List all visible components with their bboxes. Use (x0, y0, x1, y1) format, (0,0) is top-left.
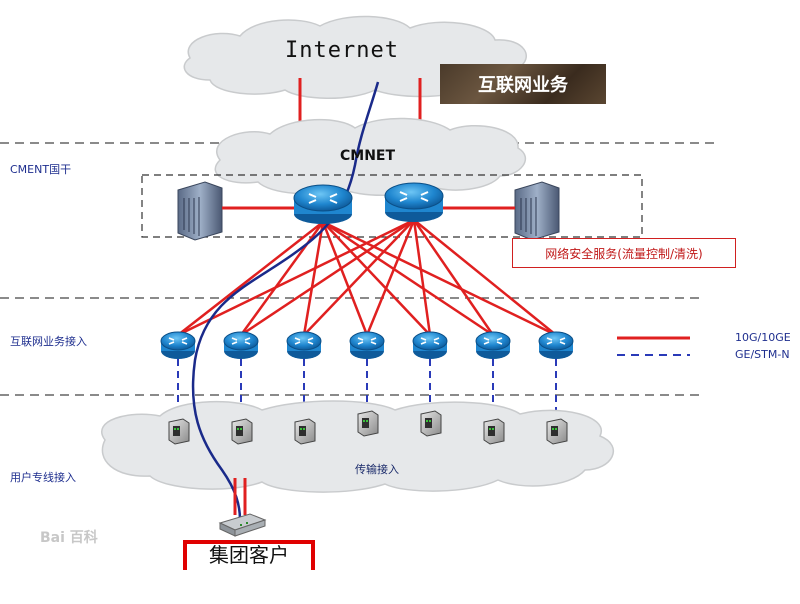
layer-label-internet-access: 互联网业务接入 (10, 335, 87, 348)
mesh-link (302, 221, 325, 336)
security-service-box: 网络安全服务(流量控制/清洗) (512, 238, 736, 268)
legend-solid-label: 10G/10GE (735, 331, 791, 344)
router-icon (293, 184, 353, 224)
internet-service-tag: 互联网业务 (440, 64, 606, 104)
transport-device-icon (168, 418, 190, 445)
core-access-mesh (177, 218, 557, 337)
transport-devices (168, 410, 568, 445)
mesh-link (303, 219, 415, 336)
mesh-link (239, 221, 325, 336)
mesh-link (413, 219, 557, 336)
mesh-link (321, 221, 369, 336)
modem-icon (218, 513, 267, 537)
customer-path (191, 81, 380, 521)
mesh-link (412, 219, 432, 336)
layer-label-backbone: CMENT国干 (10, 163, 72, 176)
router-icon (286, 331, 322, 359)
transport-device-icon (357, 410, 379, 437)
mesh-link (240, 218, 415, 337)
router-icon (349, 331, 385, 359)
cmnet-label: CMNET (340, 148, 396, 164)
mesh-link (322, 220, 557, 337)
customer-label: 集团客户 (183, 540, 315, 570)
core-backbone-box (141, 174, 643, 238)
router-icon (412, 331, 448, 359)
router-icon (384, 182, 444, 222)
mesh-link (322, 221, 431, 336)
transport-device-icon (294, 418, 316, 445)
mesh-link (412, 219, 495, 336)
legend-dashed-label: GE/STM-N (735, 348, 790, 361)
router-icon (160, 331, 196, 359)
transport-label: 传输接入 (355, 463, 399, 476)
mesh-link (322, 220, 494, 337)
access-routers (160, 331, 574, 359)
transport-device-icon (231, 418, 253, 445)
watermark: Bai 百科 (40, 530, 98, 546)
router-icon (475, 331, 511, 359)
transport-device-icon (483, 418, 505, 445)
layer-label-leased-line: 用户专线接入 (10, 471, 76, 484)
internet-label: Internet (285, 38, 399, 63)
server-rack-icon (177, 181, 223, 241)
mesh-link (177, 218, 415, 337)
mesh-link (177, 221, 324, 336)
router-icon (538, 331, 574, 359)
transport-device-icon (420, 410, 442, 437)
router-icon (223, 331, 259, 359)
server-rack-icon (514, 181, 560, 241)
transport-device-icon (546, 418, 568, 445)
mesh-link (365, 219, 416, 336)
